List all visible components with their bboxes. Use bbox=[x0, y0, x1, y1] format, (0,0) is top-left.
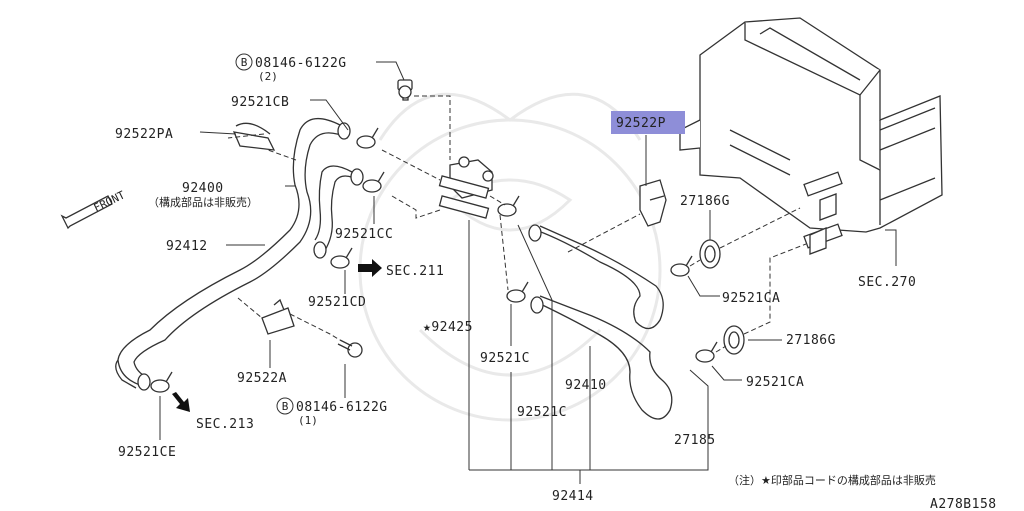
background-watermark bbox=[358, 92, 662, 422]
clamp-92521CE bbox=[150, 371, 173, 393]
label-92521CC: 92521CC bbox=[335, 227, 393, 242]
label-bolt-bottom-qty: (1) bbox=[298, 414, 318, 427]
label-92400: 92400 bbox=[182, 181, 224, 196]
clamp-92521CD bbox=[330, 247, 353, 269]
clamp-92521C-b bbox=[506, 281, 529, 303]
label-92521C-b: 92521C bbox=[517, 405, 567, 420]
label-92522A: 92522A bbox=[237, 371, 287, 386]
svg-text:B: B bbox=[282, 400, 289, 413]
label-bolt-bottom: 08146-6122G bbox=[296, 400, 388, 415]
front-label: FRONT bbox=[92, 188, 128, 214]
sec213-arrow bbox=[172, 392, 190, 412]
label-92521C-a: 92521C bbox=[480, 351, 530, 366]
label-92522PA: 92522PA bbox=[115, 127, 173, 142]
label-27186G-a: 27186G bbox=[680, 194, 730, 209]
leader-lines bbox=[159, 61, 897, 484]
clamp-92521C-a bbox=[497, 195, 520, 217]
label-27185: 27185 bbox=[674, 433, 716, 448]
footnote: （注）★印部品コードの構成部品は非販売 bbox=[728, 473, 936, 487]
section-arrows bbox=[172, 259, 382, 412]
front-arrow: FRONT bbox=[60, 188, 128, 230]
label-92414: 92414 bbox=[552, 489, 594, 504]
highlight-92522P bbox=[611, 111, 685, 134]
label-92412: 92412 bbox=[166, 239, 208, 254]
assembly-lines bbox=[227, 95, 807, 353]
hose-clamps bbox=[150, 127, 718, 393]
clamp-92521CA-b bbox=[695, 341, 718, 363]
bracket-92522A bbox=[261, 298, 295, 335]
label-sec211: SEC.211 bbox=[386, 264, 444, 279]
label-sec270: SEC.270 bbox=[858, 275, 916, 290]
label-92400-note: （構成部品は非販売） bbox=[148, 195, 258, 209]
svg-text:B: B bbox=[241, 56, 248, 69]
grommets bbox=[699, 239, 745, 355]
label-92521CD: 92521CD bbox=[308, 295, 366, 310]
figure-code: A278B158 bbox=[930, 497, 997, 511]
clip-92522P bbox=[639, 179, 667, 227]
water-valve bbox=[438, 156, 494, 219]
label-92410: 92410 bbox=[565, 378, 607, 393]
heater-unit bbox=[679, 17, 943, 255]
bolt-bottom bbox=[337, 339, 363, 358]
label-27186G-b: 27186G bbox=[786, 333, 836, 348]
clamp-92521CB bbox=[356, 127, 379, 149]
label-92521CE: 92521CE bbox=[118, 445, 176, 460]
part-labels: 08146-6122G (2) 92521CB 92522PA 92400 （構… bbox=[115, 56, 997, 511]
bolt-top bbox=[397, 79, 413, 101]
label-92521CA-b: 92521CA bbox=[746, 375, 804, 390]
bolt-symbol-bottom: B bbox=[276, 397, 294, 415]
label-bolt-top: 08146-6122G bbox=[255, 56, 347, 71]
label-sec213: SEC.213 bbox=[196, 417, 254, 432]
clamp-92521CA-a bbox=[670, 255, 693, 277]
heater-hoses bbox=[528, 224, 673, 420]
label-92425: ★92425 bbox=[423, 320, 473, 335]
bolt-symbol-top: B bbox=[235, 53, 253, 71]
label-92521CB: 92521CB bbox=[231, 95, 289, 110]
label-92522P: 92522P bbox=[616, 116, 666, 131]
clamp-92521CC-a bbox=[362, 171, 385, 193]
label-92521CA-a: 92521CA bbox=[722, 291, 780, 306]
sec211-arrow bbox=[358, 259, 382, 277]
label-bolt-top-qty: (2) bbox=[258, 70, 278, 83]
pipe-assembly bbox=[115, 118, 364, 391]
